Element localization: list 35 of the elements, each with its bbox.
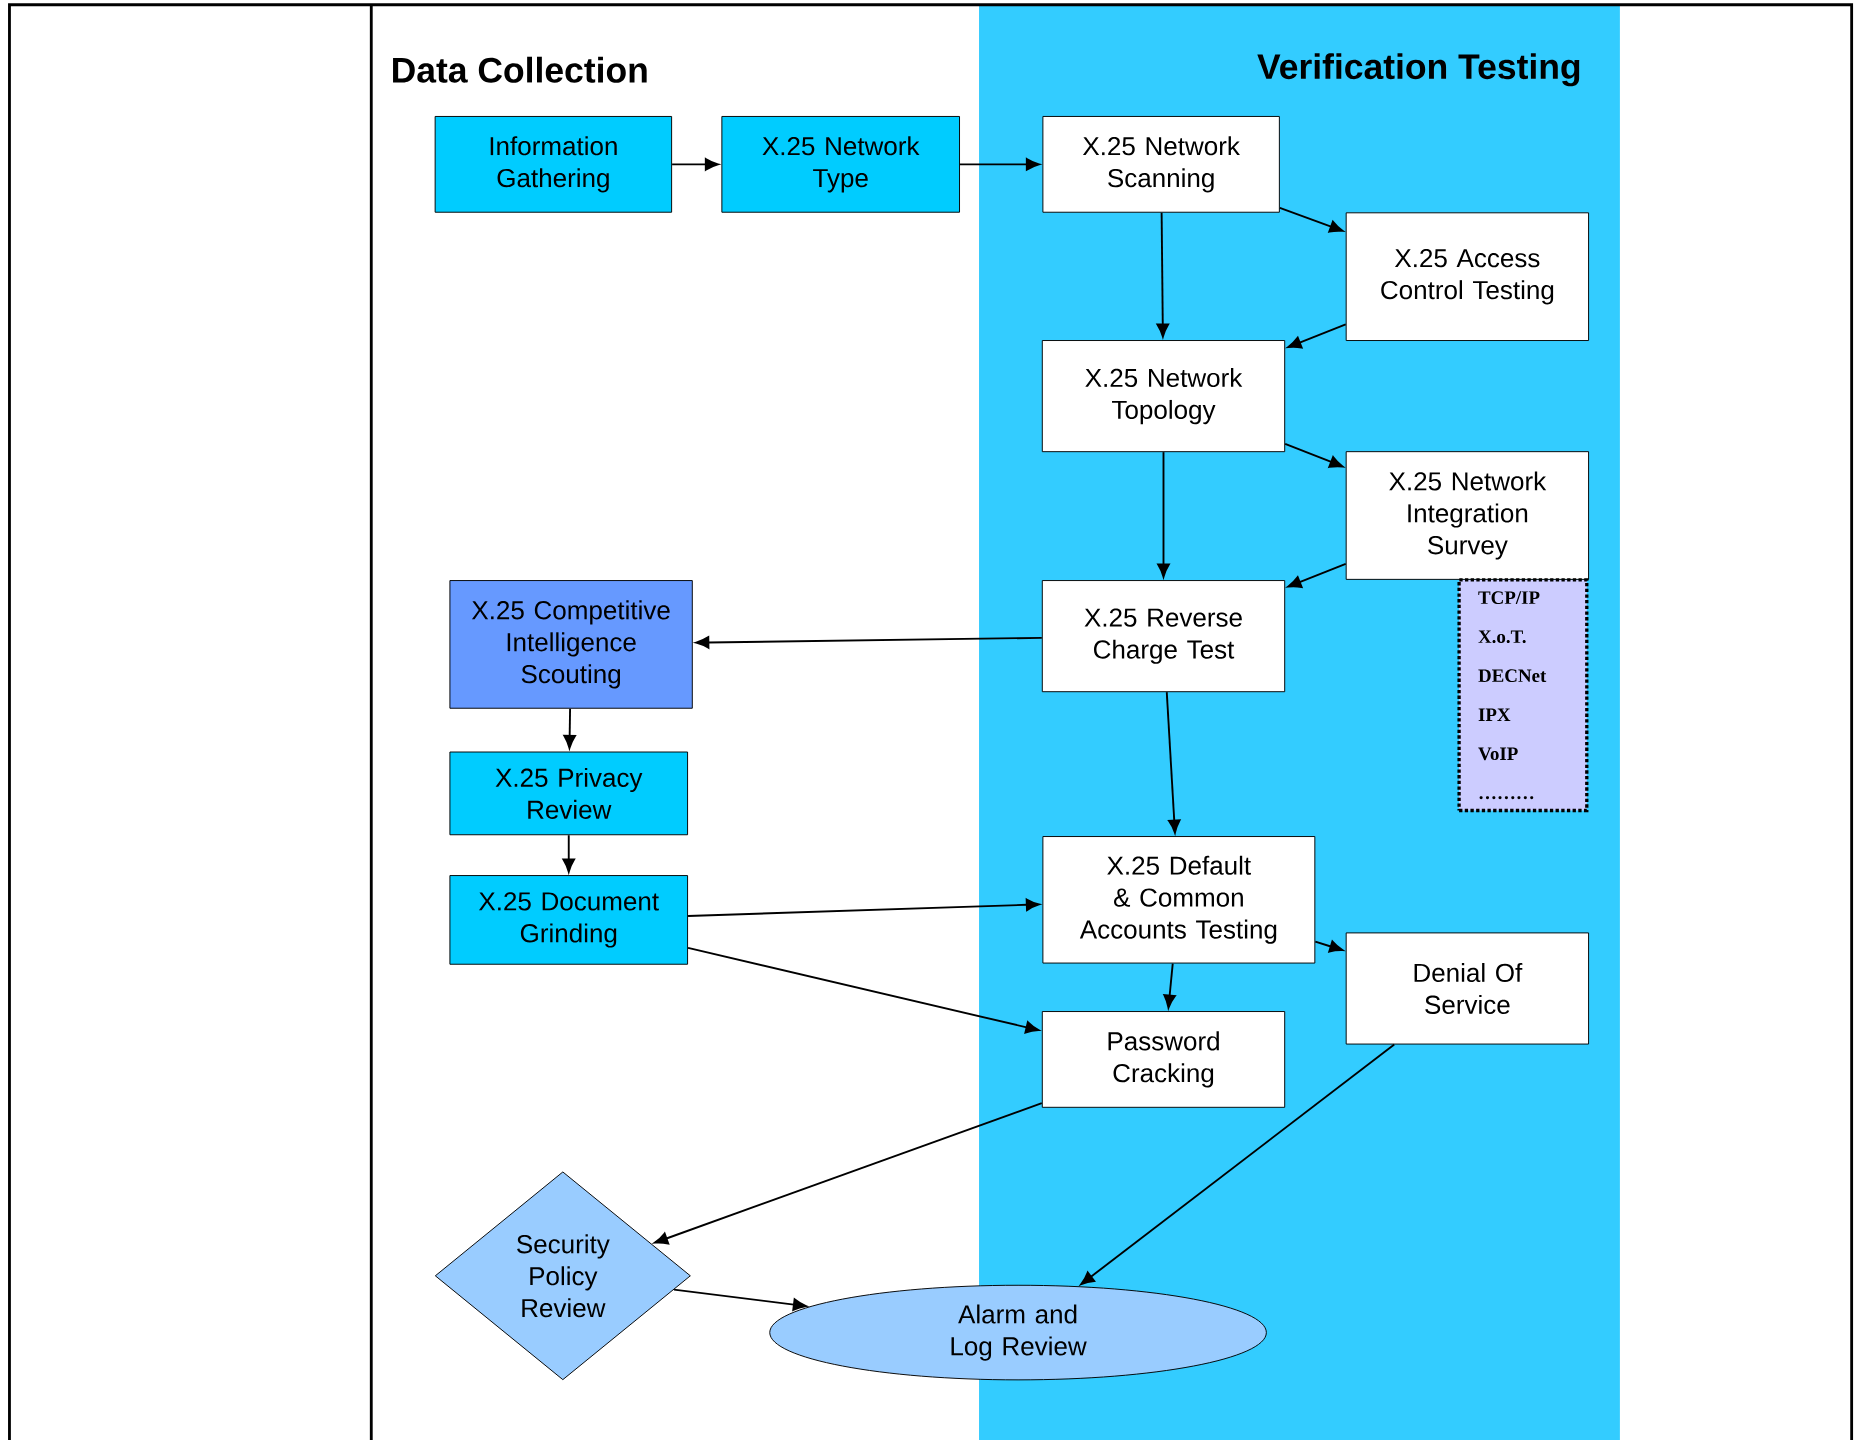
arrow [959,158,1040,171]
arrow [1157,451,1170,578]
process-box: Denial Of Service [1345,932,1590,1045]
process-box: X.25 Access Control Testing [1345,212,1590,341]
arrow [1314,940,1344,953]
arrow [1165,691,1181,834]
process-box: X.25 Network Topology [1041,339,1286,453]
process-box: X.25 Competitive Intelligence Scouting [449,580,693,709]
arrow [1163,962,1176,1009]
process-box: X.25 Network Scanning [1042,115,1280,213]
process-box: X.25 Network Integration Survey [1345,451,1590,580]
arrow [673,1288,807,1311]
lane-heading: Verification Testing [1257,53,1580,87]
arrow [695,636,1043,649]
arrow [654,1102,1043,1245]
process-box: X.25 Network Type [721,115,960,213]
process-box: X.25 Reverse Charge Test [1041,580,1286,693]
protocol-list-box: TCP/IP X.o.T. DECNet IPX VoIP ……… [1457,578,1589,813]
arrow [1278,206,1344,233]
process-box: Password Cracking [1041,1011,1286,1108]
arrow [1080,1043,1396,1285]
arrow [562,834,575,873]
process-box: X.25 Document Grinding [449,875,689,965]
arrow [1287,323,1347,349]
process-box: X.25 Default & Common Accounts Testing [1042,836,1316,964]
arrow [687,946,1040,1034]
arrow [1156,211,1170,338]
process-box: Information Gathering [434,115,673,213]
arrow [563,707,576,749]
arrow [1284,442,1344,468]
arrow [687,898,1040,917]
lane-heading: Data Collection [393,56,647,83]
arrow [1287,562,1347,588]
arrow [671,158,719,171]
process-box: X.25 Privacy Review [449,751,689,836]
